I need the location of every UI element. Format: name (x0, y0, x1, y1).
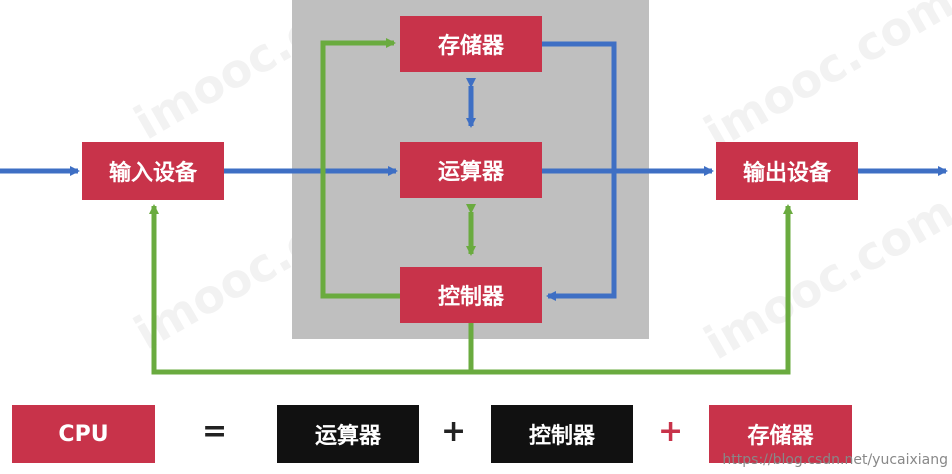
formula-alu-label: 运算器 (314, 424, 381, 449)
formula-storage-box: 存储器 (709, 405, 852, 463)
input-device-label: 输入设备 (108, 161, 197, 186)
storage-to-controller-arrow (542, 41, 617, 301)
formula-controller-box: 控制器 (491, 405, 633, 463)
plus-sign-red: + (658, 414, 684, 449)
controller-node: 控制器 (400, 267, 542, 323)
control-flow-arrows (149, 38, 793, 375)
controller-label: 控制器 (437, 285, 504, 310)
cpu-label: CPU (58, 421, 109, 447)
storage-node: 存储器 (400, 16, 542, 72)
alu-node: 运算器 (400, 142, 542, 198)
source-url: https://blog.csdn.net/yucaixiang (722, 452, 948, 468)
equals-sign: = (202, 414, 228, 449)
formula-alu-box: 运算器 (277, 405, 419, 463)
output-device-label: 输出设备 (742, 161, 831, 186)
formula-controller-label: 控制器 (528, 424, 595, 449)
controller-to-input-arrow (149, 204, 474, 375)
storage-label: 存储器 (437, 34, 504, 59)
alu-label: 运算器 (437, 160, 504, 185)
controller-to-output-arrow (471, 204, 793, 375)
formula-storage-label: 存储器 (747, 424, 814, 449)
cpu-box: CPU (12, 405, 155, 463)
controller-to-storage-arrow (320, 38, 400, 299)
plus-sign: + (441, 414, 467, 449)
output-device-node: 输出设备 (716, 142, 858, 200)
input-device-node: 输入设备 (82, 142, 224, 200)
data-flow-arrows (0, 41, 948, 301)
